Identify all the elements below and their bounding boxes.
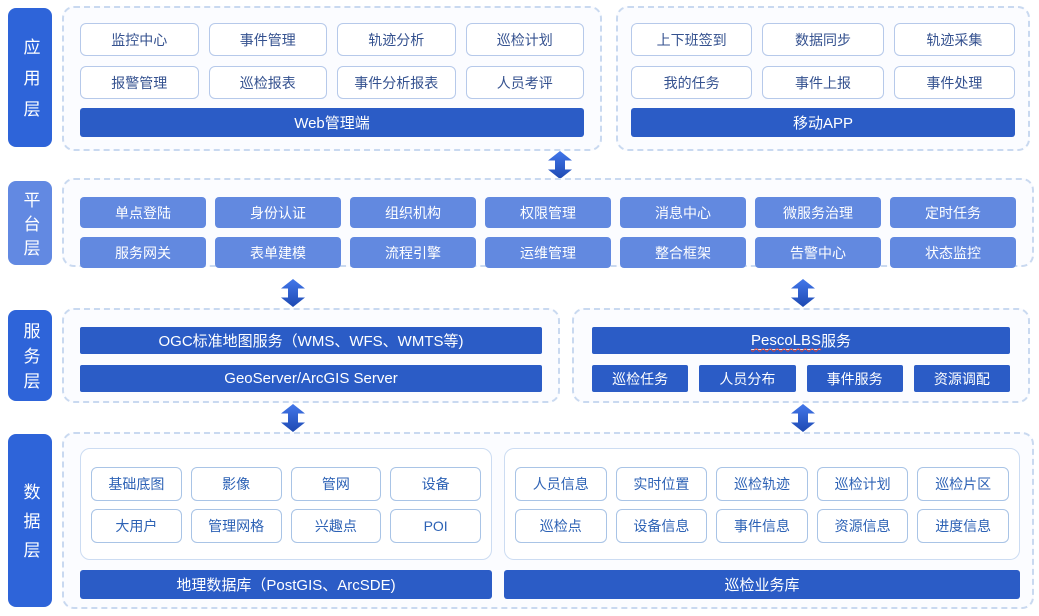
platform-group: 单点登陆 身份认证 组织机构 权限管理 消息中心 微服务治理 定时任务 服务网关… — [62, 178, 1034, 268]
business-node: 资源信息 — [816, 509, 909, 543]
app-mobile-node: 数据同步 — [762, 23, 884, 56]
web-portal-bar: Web管理端 — [80, 108, 584, 137]
platform-node: 定时任务 — [890, 197, 1016, 228]
double-arrow-icon — [548, 151, 572, 179]
business-node: 巡检点 — [515, 509, 607, 543]
app-mobile-node: 事件上报 — [762, 66, 884, 99]
business-db-bar: 巡检业务库 — [504, 570, 1020, 599]
layer-label-data: 数据层 — [8, 434, 52, 607]
business-data-box: 人员信息 实时位置 巡检轨迹 巡检计划 巡检片区 巡检点 设备信息 事件信息 资… — [504, 448, 1020, 560]
geoserver-bar: GeoServer/ArcGIS Server — [80, 365, 542, 392]
platform-node: 流程引擎 — [350, 237, 476, 268]
platform-node-grid: 单点登陆 身份认证 组织机构 权限管理 消息中心 微服务治理 定时任务 服务网关… — [80, 197, 1016, 268]
platform-node: 服务网关 — [80, 237, 206, 268]
platform-node: 告警中心 — [755, 237, 881, 268]
app-mobile-node: 我的任务 — [631, 66, 753, 99]
app-mobile-node: 轨迹采集 — [893, 23, 1015, 56]
mobile-app-bar: 移动APP — [631, 108, 1015, 137]
platform-node: 运维管理 — [485, 237, 611, 268]
platform-node: 身份认证 — [215, 197, 341, 228]
platform-node: 权限管理 — [485, 197, 611, 228]
app-mobile-group: 上下班签到 数据同步 轨迹采集 我的任务 事件上报 事件处理 移动APP — [616, 6, 1030, 151]
geo-node: 大用户 — [91, 509, 182, 543]
geo-node: 管理网格 — [190, 509, 282, 543]
platform-node: 表单建模 — [215, 237, 341, 268]
app-web-node: 人员考评 — [465, 66, 584, 99]
geo-node: 影像 — [190, 467, 282, 501]
data-group: 基础底图 影像 管网 设备 大用户 管理网格 兴趣点 POI 人员信息 实时位置… — [62, 432, 1034, 609]
app-mobile-node-grid: 上下班签到 数据同步 轨迹采集 我的任务 事件上报 事件处理 — [631, 23, 1015, 99]
platform-node: 消息中心 — [620, 197, 746, 228]
business-node: 事件信息 — [716, 509, 808, 543]
platform-node: 组织机构 — [350, 197, 476, 228]
app-web-node: 事件分析报表 — [337, 66, 456, 99]
lbs-node: 人员分布 — [699, 365, 796, 392]
business-node: 进度信息 — [917, 509, 1009, 543]
app-web-node: 报警管理 — [80, 66, 199, 99]
lbs-node-grid: 巡检任务 人员分布 事件服务 资源调配 — [592, 365, 1010, 392]
geo-data-box: 基础底图 影像 管网 设备 大用户 管理网格 兴趣点 POI — [80, 448, 492, 560]
geo-node: 基础底图 — [91, 467, 182, 501]
app-web-node: 巡检计划 — [465, 23, 584, 56]
geo-node: POI — [390, 509, 481, 543]
app-web-group: 监控中心 事件管理 轨迹分析 巡检计划 报警管理 巡检报表 事件分析报表 人员考… — [62, 6, 602, 151]
geo-node: 兴趣点 — [290, 509, 382, 543]
business-node: 巡检轨迹 — [716, 467, 808, 501]
app-web-node: 监控中心 — [80, 23, 199, 56]
business-node: 巡检计划 — [816, 467, 909, 501]
business-node: 设备信息 — [615, 509, 708, 543]
double-arrow-icon — [281, 279, 305, 307]
lbs-node: 资源调配 — [913, 365, 1010, 392]
app-web-node: 事件管理 — [208, 23, 327, 56]
double-arrow-icon — [281, 404, 305, 432]
geo-node-grid: 基础底图 影像 管网 设备 大用户 管理网格 兴趣点 POI — [91, 467, 481, 543]
lbs-service-name: PescoLBS — [750, 331, 822, 350]
app-mobile-node: 上下班签到 — [631, 23, 753, 56]
double-arrow-icon — [791, 279, 815, 307]
double-arrow-icon — [791, 404, 815, 432]
gis-service-group: OGC标准地图服务（WMS、WFS、WMTS等) GeoServer/ArcGI… — [62, 308, 560, 403]
app-web-node: 轨迹分析 — [337, 23, 456, 56]
platform-node: 整合框架 — [620, 237, 746, 268]
ogc-service-bar: OGC标准地图服务（WMS、WFS、WMTS等) — [80, 327, 542, 354]
geo-db-bar: 地理数据库（PostGIS、ArcSDE) — [80, 570, 492, 599]
geo-node: 设备 — [390, 467, 481, 501]
lbs-node: 巡检任务 — [592, 365, 689, 392]
business-node-grid: 人员信息 实时位置 巡检轨迹 巡检计划 巡检片区 巡检点 设备信息 事件信息 资… — [515, 467, 1009, 543]
layer-label-application: 应用层 — [8, 8, 52, 147]
business-node: 实时位置 — [615, 467, 708, 501]
lbs-node: 事件服务 — [806, 365, 903, 392]
business-node: 巡检片区 — [917, 467, 1009, 501]
layer-label-platform: 平台层 — [8, 181, 52, 265]
platform-node: 单点登陆 — [80, 197, 206, 228]
layer-label-service: 服务层 — [8, 310, 52, 401]
app-web-node: 巡检报表 — [208, 66, 327, 99]
lbs-service-suffix: 服务 — [821, 333, 852, 350]
geo-node: 管网 — [290, 467, 382, 501]
app-mobile-node: 事件处理 — [893, 66, 1015, 99]
app-web-node-grid: 监控中心 事件管理 轨迹分析 巡检计划 报警管理 巡检报表 事件分析报表 人员考… — [80, 23, 584, 99]
platform-node: 微服务治理 — [755, 197, 881, 228]
platform-node: 状态监控 — [890, 237, 1016, 268]
business-node: 人员信息 — [515, 467, 607, 501]
